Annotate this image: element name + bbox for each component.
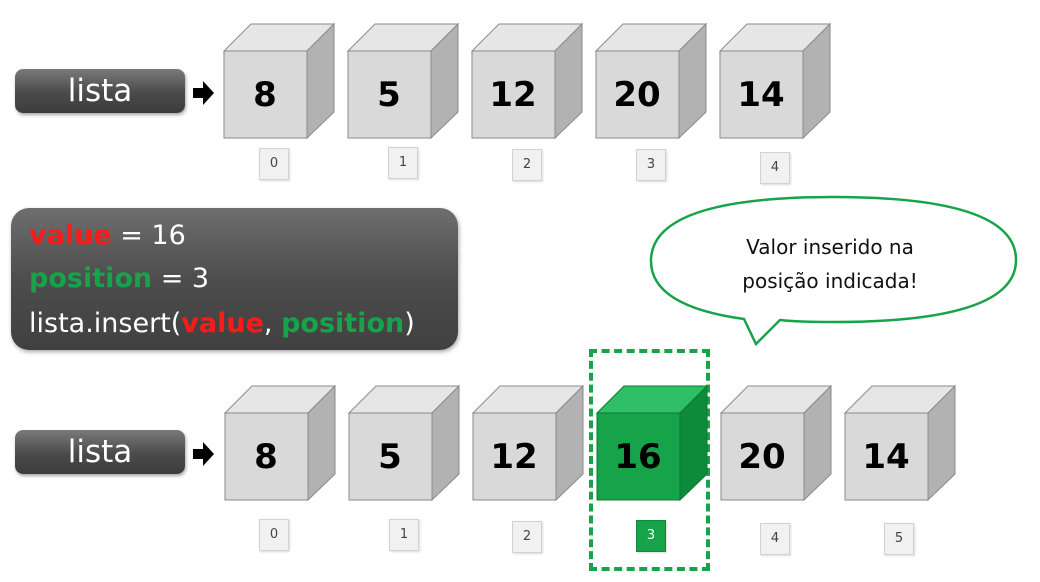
list-element-value: 14: [737, 75, 785, 115]
list-element-cube: 5: [347, 23, 459, 139]
code-block: value = 16 position = 3 lista.insert(val…: [11, 208, 458, 350]
code-line-position: position = 3: [29, 263, 209, 294]
list-index-label: 2: [512, 149, 542, 181]
list-element-value: 8: [254, 437, 278, 477]
list-element-cube: 8: [224, 385, 336, 501]
code-arg-sep: ,: [263, 308, 282, 339]
list-element-cube: 14: [719, 23, 831, 139]
list-element-value: 16: [614, 437, 662, 477]
list-index-label: 3: [636, 520, 666, 552]
lista-label-top: lista: [15, 69, 185, 113]
list-index-label: 4: [760, 152, 790, 184]
list-element-value: 20: [613, 75, 661, 115]
list-index-label: 5: [884, 523, 914, 555]
code-arg-position: position: [281, 308, 405, 339]
list-element-cube: 14: [844, 385, 956, 501]
speech-bubble-line2: posição indicada!: [742, 269, 918, 293]
code-line-insert: lista.insert(value, position): [29, 308, 415, 339]
code-var-position: position: [29, 263, 153, 294]
list-element-value: 14: [862, 437, 910, 477]
list-index-label: 3: [636, 149, 666, 181]
list-element-value: 20: [738, 437, 786, 477]
list-index-label: 1: [388, 147, 418, 179]
lista-label-bottom: lista: [15, 430, 185, 474]
speech-bubble-line1: Valor inserido na: [746, 235, 914, 259]
code-arg-value: value: [181, 308, 264, 339]
code-assign-position: = 3: [152, 263, 210, 294]
list-element-value: 8: [253, 75, 277, 115]
list-element-cube: 12: [472, 385, 584, 501]
arrow-right-icon: [193, 442, 214, 466]
list-element-value: 5: [377, 75, 401, 115]
list-element-cube: 5: [348, 385, 460, 501]
list-element-value: 5: [378, 437, 402, 477]
list-index-label: 1: [389, 519, 419, 551]
speech-bubble: [649, 195, 1018, 347]
list-index-label: 0: [259, 519, 289, 551]
list-index-label: 4: [760, 523, 790, 555]
code-insert-prefix: lista.insert(: [29, 308, 182, 339]
code-insert-suffix: ): [404, 308, 415, 339]
speech-bubble-text: Valor inserido na posição indicada!: [700, 230, 960, 298]
list-element-value: 12: [490, 437, 538, 477]
list-element-cube: 12: [471, 23, 583, 139]
arrow-right-icon: [193, 81, 214, 105]
list-element-value: 12: [489, 75, 537, 115]
list-element-cube: 20: [720, 385, 832, 501]
code-line-value: value = 16: [29, 220, 186, 251]
list-index-label: 0: [259, 148, 289, 180]
code-assign-value: = 16: [111, 220, 186, 251]
list-element-cube: 20: [595, 23, 707, 139]
code-var-value: value: [29, 220, 112, 251]
list-element-cube: 8: [223, 23, 335, 139]
list-element-cube-inserted: 16: [596, 385, 708, 501]
inserted-element-highlight: [589, 349, 710, 571]
list-index-label: 2: [512, 521, 542, 553]
